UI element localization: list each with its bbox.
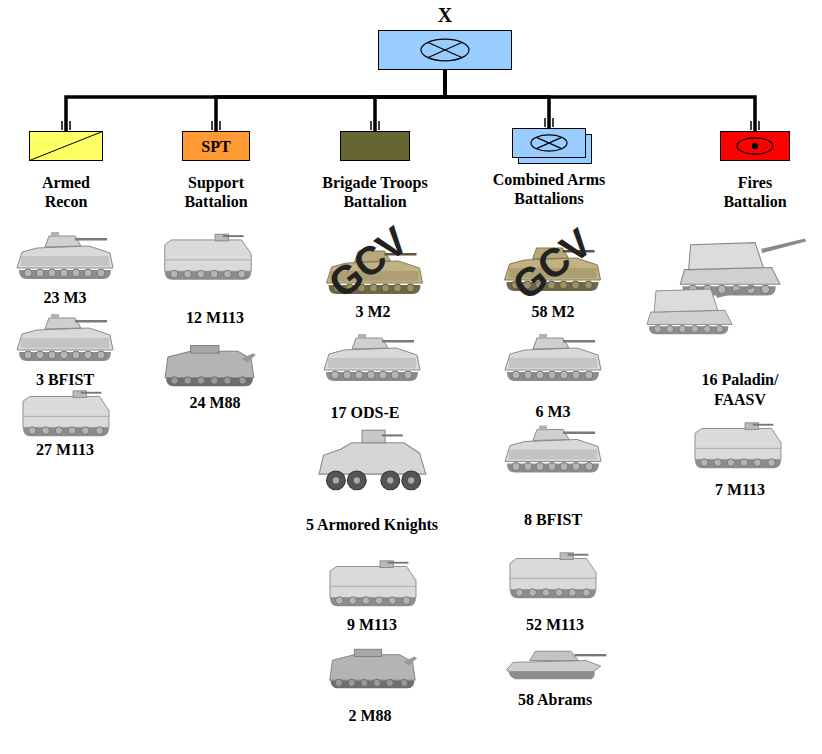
unit-cross: [428, 42, 462, 57]
unit-symbol: [378, 30, 512, 70]
unit-box: [341, 132, 410, 161]
vehicle-figure: [319, 430, 426, 490]
org-connector: [445, 70, 549, 128]
unit-name: Brigade Troops Battalion: [300, 173, 450, 211]
org-connector: [216, 70, 445, 131]
unit-node: SPT Support Battalion: [168, 131, 264, 211]
vehicle-count: 7 M113: [715, 480, 765, 500]
unit-symbol-shape: [720, 131, 790, 161]
unit-box: [721, 132, 790, 161]
unit-symbol-shape: [378, 30, 512, 70]
unit-symbol: [720, 131, 790, 161]
vehicle-figure: [17, 314, 113, 361]
unit-node: Brigade Troops Battalion: [300, 131, 450, 211]
unit-name: Fires Battalion: [705, 173, 805, 211]
vehicle-count: 8 BFIST: [524, 510, 582, 530]
unit-name: Support Battalion: [168, 173, 264, 211]
org-connector: [445, 70, 755, 131]
vehicle-count: 17 ODS-E: [331, 403, 400, 423]
unit-ellipse: [737, 138, 773, 154]
unit-symbol-shape: [29, 131, 103, 161]
watermark: GCV: [504, 220, 599, 308]
unit-name: Combined Arms Battalions: [474, 170, 624, 208]
unit-box: [30, 132, 103, 161]
vehicle-figure: [330, 561, 416, 606]
unit-box: [513, 129, 586, 158]
unit-box: [379, 31, 512, 70]
vehicle-count: 27 M113: [36, 440, 94, 460]
vehicle-count: 52 M113: [526, 615, 584, 635]
unit-symbol: [512, 128, 586, 158]
unit-box: [183, 132, 250, 161]
unit-dot: [752, 143, 758, 149]
vehicle-figure: [330, 649, 417, 688]
unit-symbol: [340, 131, 410, 161]
vehicle-figure: [510, 553, 596, 598]
unit-size-label: X: [378, 4, 512, 27]
unit-symbol-shape: [340, 131, 410, 161]
vehicle-count: 16 Paladin/ FAASV: [690, 370, 790, 410]
vehicle-count: 24 M88: [189, 393, 240, 413]
unit-abbreviation: SPT: [201, 137, 230, 156]
battalion-marks: [62, 118, 759, 130]
vehicle-count: 5 Armored Knights: [306, 515, 438, 535]
org-connector: [66, 70, 445, 131]
unit-cross: [428, 42, 462, 57]
vehicle-count: 58 M2: [531, 302, 574, 322]
unit-ellipse: [421, 39, 469, 61]
vehicle-figure: [647, 286, 754, 335]
vehicle-count: 9 M113: [347, 615, 397, 635]
vehicle-figure: [695, 423, 781, 468]
vehicle-count: 6 M3: [535, 402, 570, 422]
unit-symbol: SPT: [182, 131, 250, 161]
vehicle-figure: [506, 651, 606, 679]
vehicle-figure: [23, 391, 109, 436]
vehicle-count: 3 M2: [355, 302, 390, 322]
vehicle-figure: [165, 234, 251, 280]
vehicle-figure: [17, 232, 113, 279]
unit-ellipse: [531, 135, 567, 151]
vehicle-count: 2 M88: [348, 706, 391, 726]
vehicle-count: 23 M3: [43, 288, 86, 308]
unit-node: Armed Recon: [24, 131, 108, 211]
unit-diagonal: [30, 132, 103, 161]
vehicle-figure: [324, 334, 420, 381]
vehicle-count: 12 M113: [186, 308, 244, 328]
unit-node: Combined Arms Battalions: [474, 128, 624, 208]
vehicle-count: 58 Abrams: [518, 690, 592, 710]
vehicle-figure: [505, 334, 601, 381]
vehicle-count: 3 BFIST: [36, 370, 94, 390]
vehicle-figure: [165, 346, 256, 387]
unit-cross: [536, 137, 561, 148]
unit-node: X: [378, 4, 512, 70]
vehicle-figure: [505, 426, 601, 473]
unit-cross: [536, 137, 561, 148]
vehicle-figure: [680, 238, 806, 295]
org-connector: [375, 70, 445, 131]
unit-name: Armed Recon: [24, 173, 108, 211]
unit-symbol: [29, 131, 103, 161]
unit-node: Fires Battalion: [705, 131, 805, 211]
unit-symbol-shape: [512, 128, 586, 158]
